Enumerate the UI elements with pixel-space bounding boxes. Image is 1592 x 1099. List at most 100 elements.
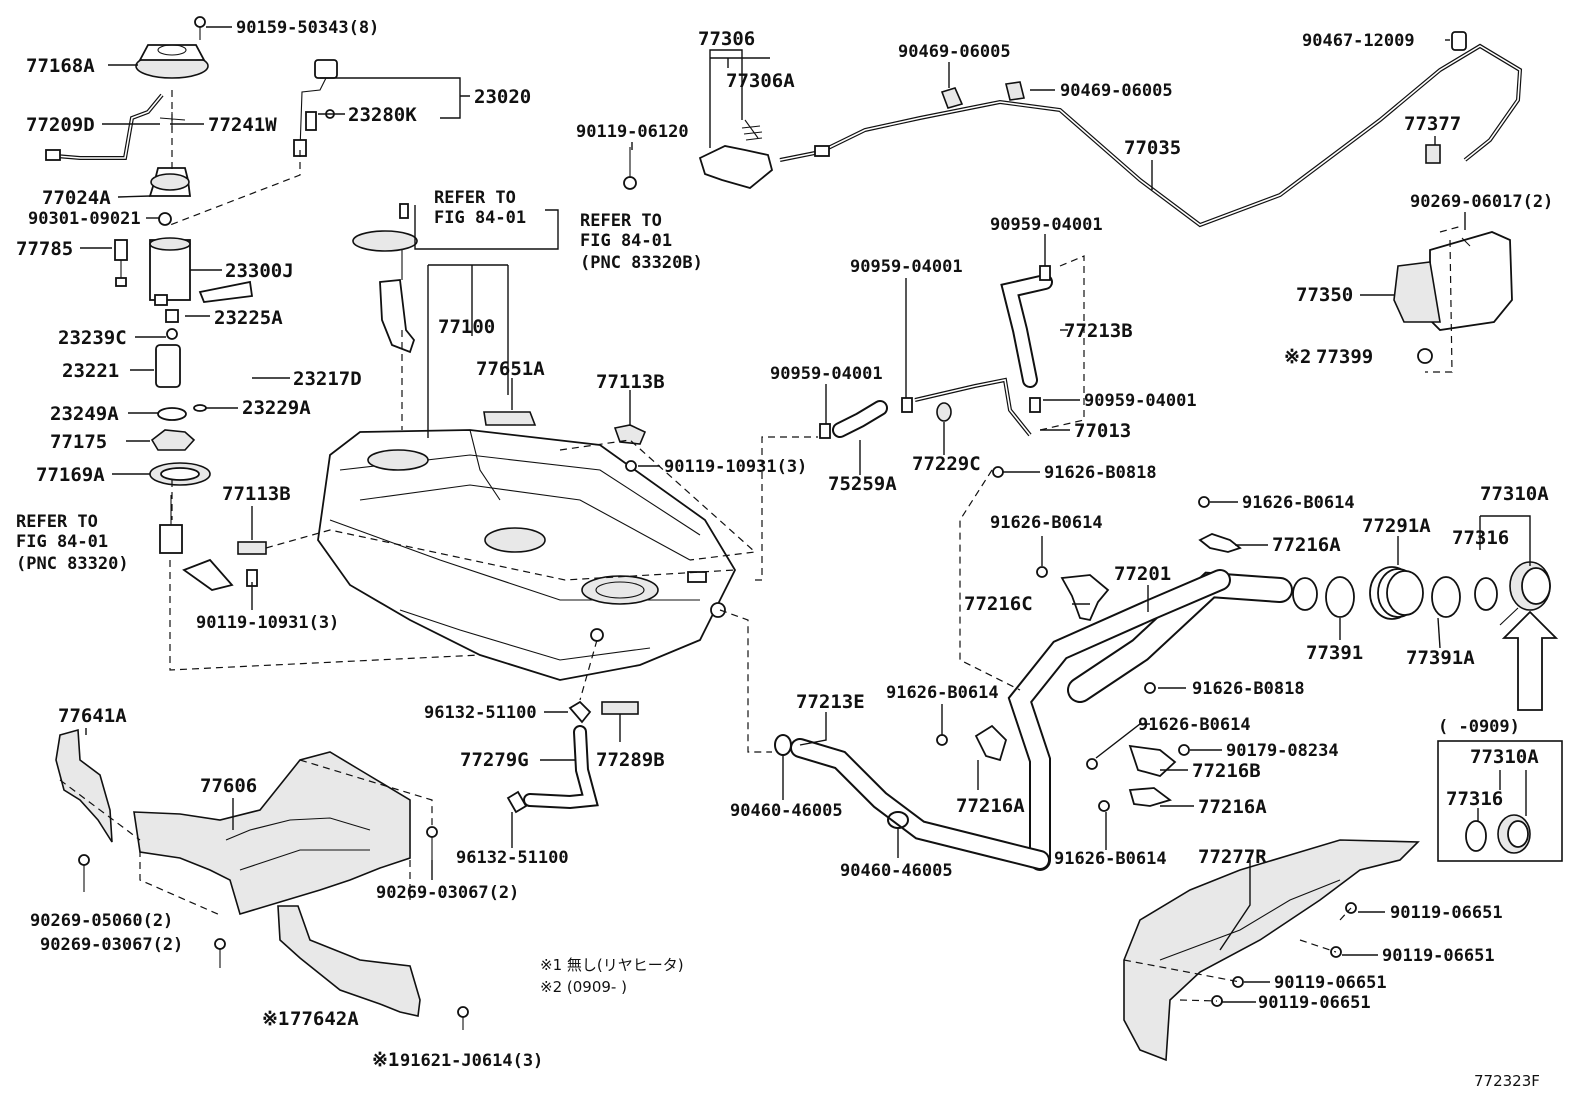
vent-valve-23020 (293, 59, 338, 157)
lid-release-cable-77035 (779, 43, 1523, 228)
bracket-77113B-right (613, 424, 647, 445)
lid-opener-77306 (623, 119, 774, 190)
label-77785: 77785 (16, 238, 73, 260)
label-90119-10931-right: 90119-10931(3) (664, 457, 807, 477)
fuel-cap-77310A (1499, 561, 1551, 626)
label-90467: 90467-12009 (1302, 31, 1415, 51)
label-91626-B0614-a: 91626-B0614 (1242, 493, 1355, 513)
gasket-77316 (1474, 577, 1498, 611)
label-91626-B0614-c: 91626-B0614 (886, 683, 999, 703)
label-77024A: 77024A (42, 187, 111, 209)
pad-77651A (483, 411, 537, 426)
bracket-77216A-a (1198, 533, 1242, 553)
label-77391A: 77391A (1406, 647, 1475, 669)
label-90269-05060: 90269-05060(2) (30, 911, 173, 931)
sender-gauge-83320B (352, 203, 418, 354)
label-77168A: 77168A (26, 55, 95, 77)
gasket-77391 (1325, 576, 1355, 618)
pipe-77013 (914, 377, 1032, 437)
label-77651A: 77651A (476, 358, 545, 380)
label-77277R: 77277R (1198, 846, 1267, 868)
label-91626-B0614-e: 91626-B0614 (1054, 849, 1167, 869)
assembly-lines (59, 90, 1463, 1002)
label-77216B: 77216B (1192, 760, 1261, 782)
label-23239C: 23239C (58, 327, 127, 349)
bracket-77216A-c (1128, 787, 1172, 807)
leader-lines (80, 26, 1531, 1003)
refer3-line3: (PNC 83320) (16, 554, 129, 574)
bracket-77216C (1060, 574, 1110, 622)
label-90959-b: 90959-04001 (850, 257, 963, 277)
refer2-line3: (PNC 83320B) (580, 253, 703, 273)
label-77350: 77350 (1296, 284, 1353, 306)
label-77209D: 77209D (26, 114, 95, 136)
label-91626-B0818-a: 91626-B0818 (1044, 463, 1157, 483)
retainer-77291A (1369, 566, 1424, 620)
protector-77289B (601, 701, 639, 715)
refer3-line2: FIG 84-01 (16, 532, 108, 552)
label-77201: 77201 (1114, 563, 1171, 585)
diagram-id: 772323F (1474, 1072, 1540, 1090)
clamp-90469-b (1005, 81, 1025, 101)
refer1-line2: FIG 84-01 (434, 208, 526, 228)
marker-m1-b: ※1 (372, 1049, 399, 1071)
grommet-77229C (936, 402, 952, 422)
label-77399: 77399 (1316, 346, 1373, 368)
label-90460-b: 90460-46005 (840, 861, 953, 881)
label-23280K: 23280K (348, 104, 417, 126)
label-90119-10931-left: 90119-10931(3) (196, 613, 339, 633)
label-23225A: 23225A (214, 307, 283, 329)
label-23249A: 23249A (50, 403, 119, 425)
label-90469-a: 90469-06005 (898, 42, 1011, 62)
label-90460-a: 90460-46005 (730, 801, 843, 821)
label-90301: 90301-09021 (28, 209, 141, 229)
label-77175: 77175 (50, 431, 107, 453)
label-90159: 90159-50343(8) (236, 18, 379, 38)
view-arrow (1501, 610, 1559, 711)
label-77035: 77035 (1124, 137, 1181, 159)
label-77213B: 77213B (1064, 320, 1133, 342)
label-23300J: 23300J (225, 260, 294, 282)
label-77216A-c: 77216A (1198, 796, 1267, 818)
bracket-77113B-left (237, 541, 267, 555)
refer2-line2: FIG 84-01 (580, 231, 672, 251)
protector-77641A (55, 728, 113, 843)
note-1: ※1 無し(リヤヒータ) (540, 956, 684, 974)
clamp-90469-a (940, 87, 964, 109)
label-77306A: 77306A (726, 70, 795, 92)
label-90119-06651-a: 90119-06651 (1390, 903, 1503, 923)
protector-77606 (133, 751, 411, 915)
label-77216A-b: 77216A (956, 795, 1025, 817)
label-77013: 77013 (1074, 420, 1131, 442)
gasket-77391A (1431, 576, 1461, 618)
clamp-90460-a (774, 734, 792, 756)
fuel-tank-77100 (317, 429, 737, 681)
label-77213E: 77213E (796, 691, 865, 713)
label-77291A: 77291A (1362, 515, 1431, 537)
inset-label-77316: 77316 (1446, 788, 1503, 810)
label-91626-B0614-b: 91626-B0614 (990, 513, 1103, 533)
label-96132-b: 96132-51100 (456, 848, 569, 868)
label-90179: 90179-08234 (1226, 741, 1339, 761)
label-91621: 91621-J0614(3) (400, 1051, 543, 1071)
label-77306: 77306 (698, 28, 755, 50)
label-91626-B0818-b: 91626-B0818 (1192, 679, 1305, 699)
label-77289B: 77289B (596, 749, 665, 771)
label-77216A-a: 77216A (1272, 534, 1341, 556)
label-90959-a: 90959-04001 (990, 215, 1103, 235)
note-2: ※2 (0909- ) (540, 978, 627, 996)
label-23217D: 23217D (293, 368, 362, 390)
label-77641A: 77641A (58, 705, 127, 727)
clip-77377 (1425, 144, 1441, 164)
label-90469-b: 90469-06005 (1060, 81, 1173, 101)
label-23221: 23221 (62, 360, 119, 382)
bracket-77216A-b (974, 724, 1008, 762)
label-77316: 77316 (1452, 527, 1509, 549)
protector-77277R (1123, 839, 1420, 1062)
label-23020: 23020 (474, 86, 531, 108)
label-90119-06651-c: 90119-06651 (1274, 973, 1387, 993)
label-77113B-left: 77113B (222, 483, 291, 505)
label-77377: 77377 (1404, 113, 1461, 135)
label-75259A: 75259A (828, 473, 897, 495)
label-77642A: 77642A (290, 1008, 359, 1030)
